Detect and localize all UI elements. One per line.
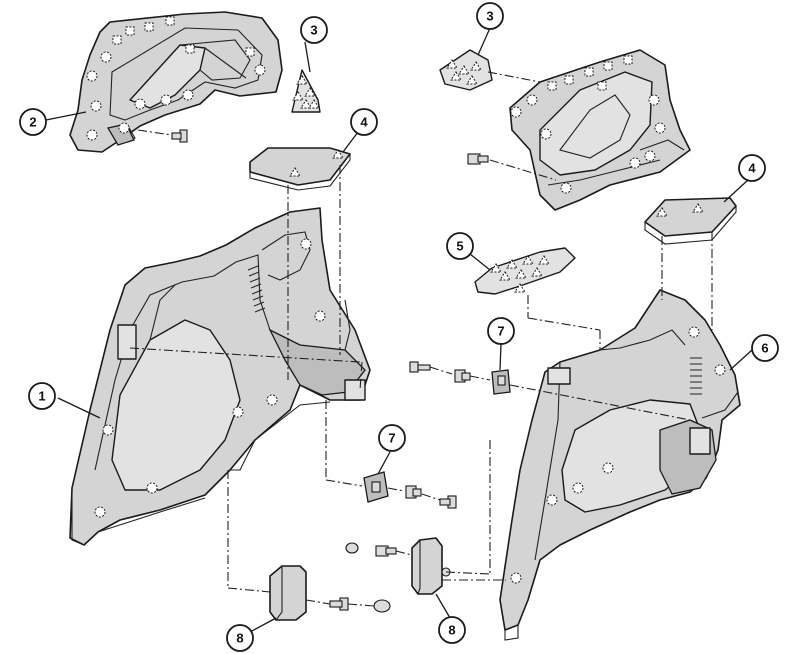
right-cover-pad (644, 197, 737, 245)
upper-left-trim-clips (86, 16, 266, 141)
right-quarter-trim-vents (690, 357, 702, 395)
callout-3-right: 3 (476, 2, 504, 30)
leader-8b (435, 593, 451, 619)
svg-text:8: 8 (236, 631, 243, 646)
clip-strip-5 (474, 247, 576, 295)
upper-left-screw (137, 129, 188, 143)
callout-7-middle: 7 (378, 424, 406, 452)
right-quarter-trim-clips (510, 326, 726, 584)
svg-text:4: 4 (748, 161, 756, 176)
upper-right-trim-clips (510, 55, 666, 194)
svg-text:3: 3 (310, 23, 317, 38)
leader-4b (723, 179, 749, 203)
svg-text:8: 8 (448, 623, 455, 638)
callout-8-right: 8 (438, 616, 466, 644)
assembly-lines (129, 165, 713, 593)
left-quarter-trim-clips (94, 238, 326, 518)
svg-text:5: 5 (456, 239, 463, 254)
callout-1: 1 (28, 382, 56, 410)
leader-7b (377, 451, 391, 475)
leader-5 (469, 253, 491, 271)
svg-text:1: 1 (38, 389, 45, 404)
callout-7-upper: 7 (487, 317, 515, 345)
left-quarter-trim-panel (69, 207, 371, 546)
svg-text:7: 7 (497, 324, 504, 339)
right-quarter-trim-panel (499, 289, 741, 641)
left-clip-strip (291, 69, 321, 113)
cover-8-left (269, 565, 391, 621)
upper-left-trim-panel (69, 11, 283, 153)
callout-2: 2 (19, 108, 47, 136)
leader-8a (249, 617, 277, 633)
svg-text:2: 2 (29, 115, 36, 130)
cover-8-right (345, 537, 451, 595)
leader-6 (729, 349, 753, 371)
upper-right-screw (467, 153, 557, 181)
callout-5: 5 (446, 232, 474, 260)
callout-3-left: 3 (300, 16, 328, 44)
svg-text:3: 3 (486, 9, 493, 24)
callout-4-left: 4 (350, 108, 378, 136)
clip-7-upper (409, 361, 511, 395)
leader-1 (57, 397, 101, 419)
callout-8-left: 8 (226, 624, 254, 652)
left-cover-pad (249, 147, 351, 191)
svg-text:6: 6 (761, 341, 768, 356)
callout-6: 6 (751, 334, 779, 362)
clip-7-middle (363, 471, 457, 509)
leader-3b (477, 27, 491, 56)
right-clip-strip-top (439, 49, 493, 91)
leader-2 (45, 111, 87, 121)
left-quarter-trim-vents (247, 265, 266, 313)
leader-3a (304, 41, 311, 73)
svg-text:7: 7 (388, 431, 395, 446)
callout-4-right: 4 (738, 154, 766, 182)
dash-3b (487, 71, 541, 83)
svg-text:4: 4 (360, 115, 368, 130)
leader-7a (499, 343, 502, 371)
leader-4a (342, 131, 359, 153)
